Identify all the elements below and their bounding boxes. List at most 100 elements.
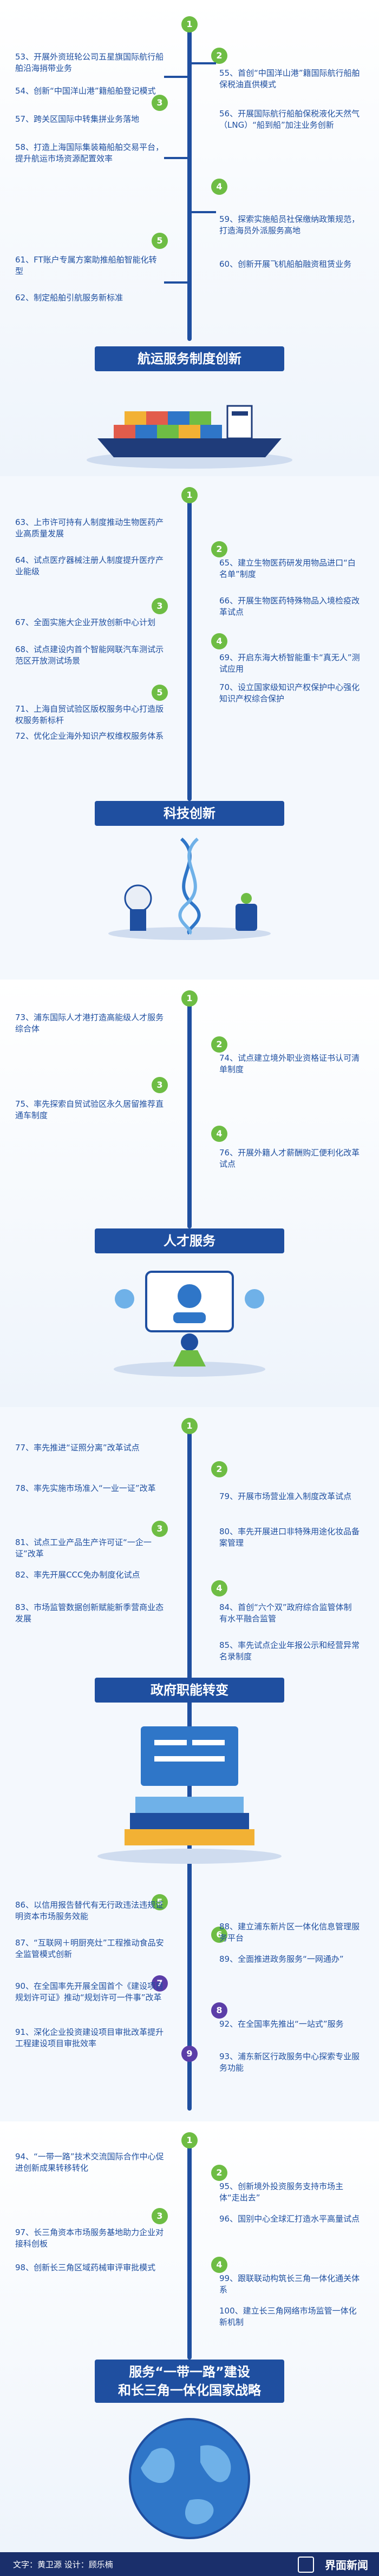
reform-item-86: 86、以信用报告替代有无行政违法违规证明资本市场服务效能: [15, 1900, 164, 1921]
reform-item-57: 57、跨关区国际中转集拼业务落地: [15, 114, 140, 124]
reform-item-67: 67、全面实施大企业开放创新中心计划: [15, 617, 156, 627]
badge-5: 5: [152, 233, 168, 249]
reform-item-80: 80、率先开展进口非特殊用途化妆品备案管理: [219, 1527, 360, 1548]
reform-item-94: 94、“一带一路”技术交流国际合作中心促进创新成果转移转化: [15, 2152, 164, 2173]
badge-6: 6: [211, 1927, 227, 1943]
badge-1: 1: [181, 990, 198, 1007]
reform-item-87: 87、“互联网＋明厨亮灶”工程推动食品安全监管模式创新: [15, 1938, 164, 1959]
reform-item-69: 69、开启东海大桥智能重卡“真无人”测试应用: [219, 653, 360, 674]
badge-1: 1: [181, 16, 198, 32]
badge-2: 2: [211, 2165, 227, 2181]
dna-robot-illustration: [108, 837, 271, 940]
section-title-line2: 和长三角一体化国家战略: [118, 2383, 261, 2398]
reform-item-99: 99、跟联联动构筑长三角一体化通关体系: [219, 2273, 360, 2295]
reform-item-73: 73、浦东国际人才港打造高能级人才服务综合体: [15, 1013, 164, 1034]
footer-credit: 文字：黄卫源 设计：顾乐楠: [13, 2560, 113, 2570]
reform-item-70: 70、设立国家级知识产权保护中心强化知识产权综合保护: [219, 682, 360, 704]
reform-item-72: 72、优化企业海外知识产权维权服务体系: [15, 731, 164, 741]
government-reform-illustration: [97, 1726, 282, 1864]
badge-9: 9: [181, 2046, 198, 2062]
footer: 文字：黄卫源 设计：顾乐楠 界面新闻: [0, 2552, 379, 2576]
brand-name: 界面新闻: [325, 2559, 368, 2572]
brand-logo-icon: [298, 2557, 314, 2573]
reform-item-82: 82、率先开展CCC免办制度化试点: [15, 1570, 140, 1580]
reform-item-79: 79、开展市场营业准入制度改革试点: [219, 1491, 352, 1501]
reform-item-78: 78、率先实施市场准入“一业一证”改革: [15, 1483, 156, 1493]
reform-item-75: 75、率先探索自贸试验区永久居留推荐直通车制度: [15, 1099, 164, 1120]
badge-4: 4: [211, 633, 227, 649]
reform-item-55: 55、首创“中国洋山港”籍国际航行船舶保税油直供模式: [219, 68, 360, 89]
reform-item-83: 83、市场监管数据创新赋能新季营商业态发展: [15, 1602, 164, 1624]
reform-item-96: 96、国别中心全球汇打造水平高量试点: [219, 2214, 360, 2224]
branch-line: [192, 62, 216, 64]
badge-1: 1: [181, 1418, 198, 1434]
reform-item-76: 76、开展外籍人才薪酬购汇便利化改革试点: [219, 1148, 360, 1169]
badge-3: 3: [152, 598, 168, 614]
reform-item-66: 66、开展生物医药特殊物品入境检疫改革试点: [219, 596, 360, 617]
section-beltroad-trunk: [187, 2132, 192, 2360]
reform-item-62: 62、制定船舶引航服务新标准: [15, 293, 123, 303]
branch-line: [164, 76, 188, 78]
container-ship-illustration: [87, 405, 292, 469]
reform-item-54: 54、创新“中国洋山港”籍船舶登记模式: [15, 86, 156, 96]
badge-3: 3: [152, 1521, 168, 1537]
section-talent-trunk: [187, 990, 192, 1228]
reform-item-90: 90、在全国率先开展全国首个《建设项目规划许可证》推动“规划许可一件事”改革: [15, 1981, 164, 2002]
branch-line: [164, 281, 188, 284]
branch-line: [192, 211, 216, 213]
section-shipping-trunk: [187, 16, 192, 341]
reform-item-91: 91、深化企业投资建设项目审批改革提升工程建设项目审批效率: [15, 2027, 164, 2048]
reform-item-68: 68、试点建设内首个智能网联汽车测试示范区开放测试场景: [15, 645, 164, 666]
reform-item-58: 58、打造上海国际集装箱船舶交易平台，提升航运市场资源配置效率: [15, 142, 164, 163]
section-tech-trunk: [187, 487, 192, 801]
section-title-tech: 科技创新: [95, 801, 284, 826]
badge-2: 2: [211, 1036, 227, 1053]
badge-4: 4: [211, 1580, 227, 1596]
badge-5: 5: [152, 685, 168, 701]
badge-2: 2: [211, 541, 227, 557]
reform-item-85: 85、率先试点企业年报公示和经营异常名录制度: [219, 1640, 360, 1661]
globe-illustration: [129, 2418, 250, 2539]
reform-item-65: 65、建立生物医药研发用物品进口“白名单”制度: [219, 558, 356, 579]
badge-3: 3: [152, 2208, 168, 2224]
reform-item-71: 71、上海自贸试验区版权服务中心打造版权服务新标杆: [15, 704, 164, 725]
badge-4: 4: [211, 179, 227, 195]
reform-item-61: 61、FT账户专属方案助推船舶智能化转型: [15, 255, 157, 276]
badge-8: 8: [211, 2002, 227, 2019]
badge-4: 4: [211, 1126, 227, 1142]
reform-item-95: 95、创新境外投资服务支持市场主体“走出去”: [219, 2181, 344, 2203]
section-title-beltroad: 服务“一带一路”建设 和长三角一体化国家战略: [95, 2360, 284, 2403]
section-title-line1: 服务“一带一路”建设: [129, 2364, 250, 2380]
badge-7: 7: [152, 1975, 168, 1992]
talent-illustration: [114, 1271, 265, 1377]
badge-1: 1: [181, 487, 198, 503]
section-title-talent: 人才服务: [95, 1228, 284, 1253]
reform-item-100: 100、建立长三角网络市场监管一体化新机制: [219, 2306, 357, 2327]
badge-5: 5: [152, 1894, 168, 1910]
badge-3: 3: [152, 95, 168, 111]
reform-item-97: 97、长三角资本市场服务基地助力企业对接科创板: [15, 2227, 164, 2249]
reform-item-74: 74、试点建立境外职业资格证书认可清单制度: [219, 1053, 360, 1074]
reform-item-60: 60、创新开展飞机船舶融资租赁业务: [219, 259, 352, 269]
reform-item-93: 93、浦东新区行政服务中心探索专业服务功能: [219, 2052, 360, 2073]
badge-2: 2: [211, 1461, 227, 1477]
reform-item-59: 59、探索实施船员社保缴纳政策规范，打造海员外派服务高地: [219, 214, 360, 235]
badge-2: 2: [211, 48, 227, 64]
reform-item-64: 64、试点医疗器械注册人制度提升医疗产业能级: [15, 555, 164, 576]
reform-item-98: 98、创新长三角区域药械审评审批模式: [15, 2263, 156, 2272]
section-title-shipping: 航运服务制度创新: [95, 346, 284, 371]
badge-4: 4: [211, 2257, 227, 2273]
reform-item-81: 81、试点工业产品生产许可证“一企一证”改革: [15, 1537, 152, 1559]
reform-item-89: 89、全面推进政务服务“一网通办”: [219, 1954, 344, 1964]
branch-line: [164, 157, 188, 159]
reform-item-63: 63、上市许可持有人制度推动生物医药产业高质量发展: [15, 517, 164, 538]
reform-item-56: 56、开展国际航行船舶保税液化天然气（LNG）“船到船”加注业务创新: [219, 109, 360, 130]
badge-3: 3: [152, 1077, 168, 1093]
reform-item-92: 92、在全国率先推出“一站式”服务: [219, 2019, 344, 2029]
badge-1: 1: [181, 2132, 198, 2148]
reform-item-84: 84、首创“六个双”政府综合监管体制 有水平融合监管: [219, 1602, 352, 1624]
section-title-gov: 政府职能转变: [95, 1678, 284, 1703]
reform-item-53: 53、开展外资班轮公司五星旗国际航行船舶沿海捎带业务: [15, 52, 164, 73]
reform-item-88: 88、建立浦东新片区一体化信息管理服务平台: [219, 1922, 360, 1943]
